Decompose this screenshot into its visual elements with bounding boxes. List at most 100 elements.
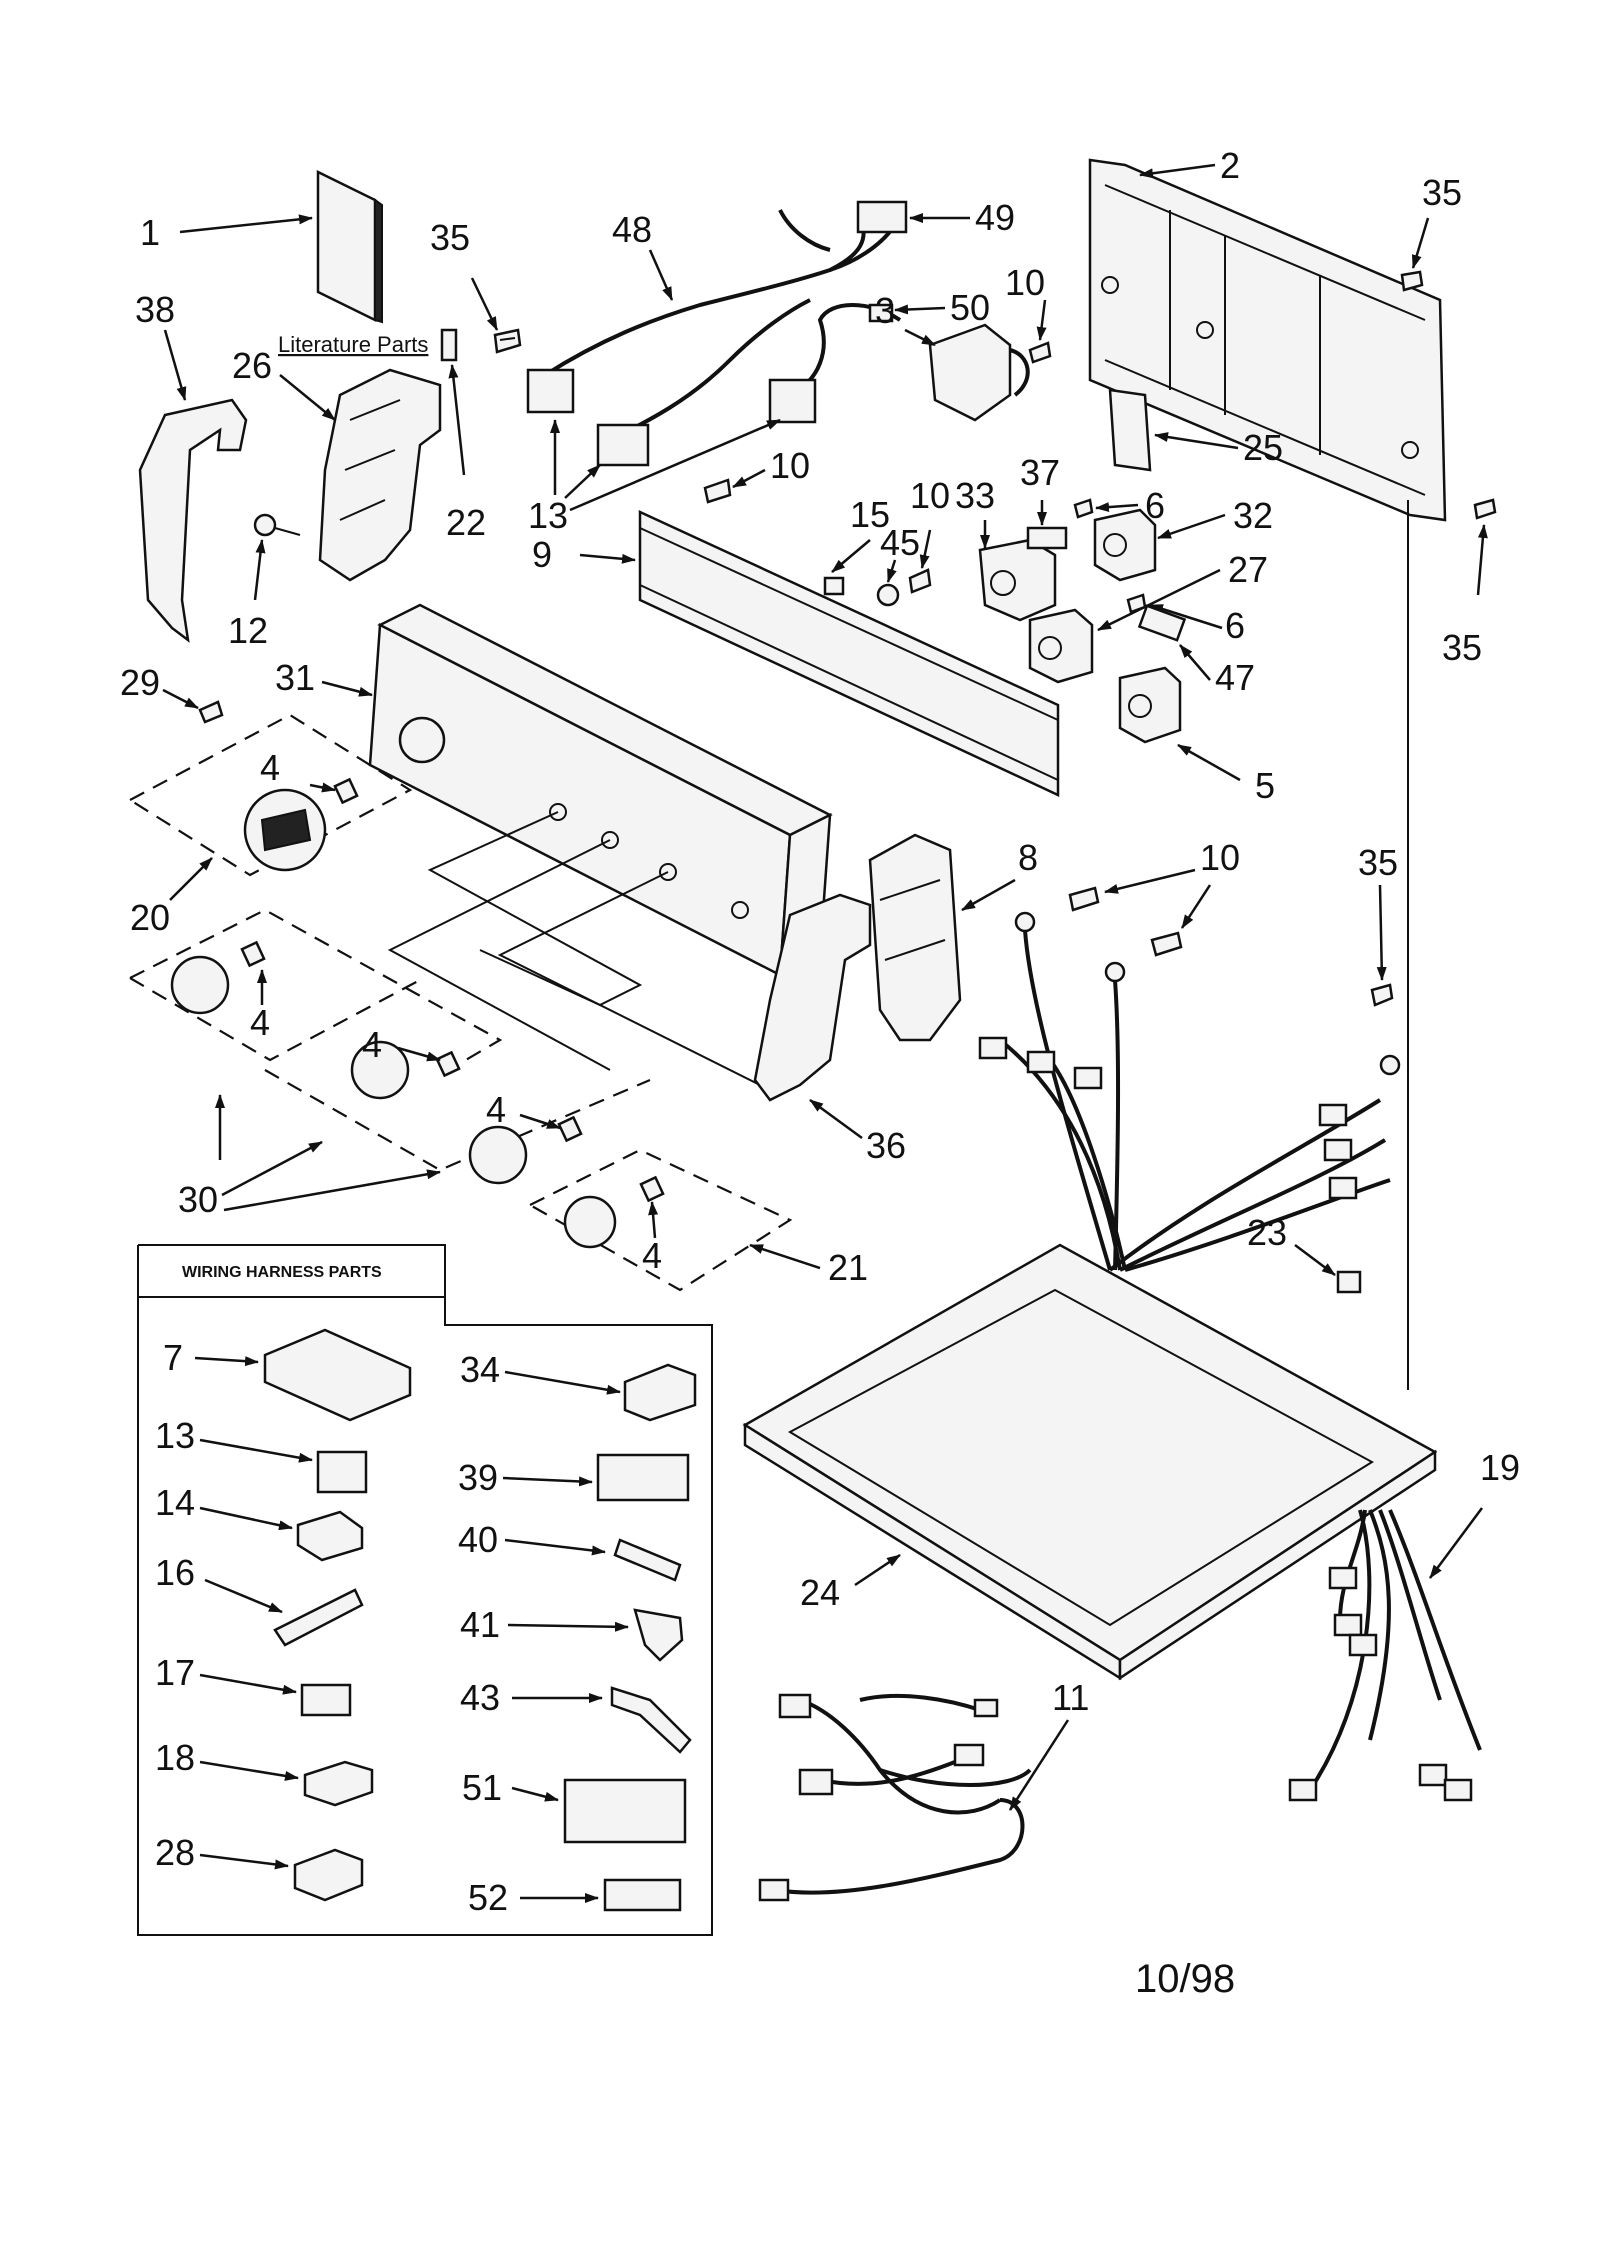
clip-41 xyxy=(633,1608,684,1662)
label-5: 5 xyxy=(1255,765,1275,806)
connector-52 xyxy=(603,1878,682,1912)
revision-date: 10/98 xyxy=(1135,1957,1235,2001)
literature-parts-note: Literature Parts xyxy=(278,332,428,357)
label-10-b: 10 xyxy=(1005,262,1045,303)
label-48: 48 xyxy=(612,209,652,250)
connector-14 xyxy=(296,1510,364,1562)
connector-51 xyxy=(563,1778,687,1844)
knob-30-a xyxy=(170,940,266,1015)
connector-13 xyxy=(316,1450,368,1494)
console-31 xyxy=(368,603,833,978)
label-4-a: 4 xyxy=(260,747,280,788)
terminal-16 xyxy=(273,1588,364,1647)
screw-35-top-right xyxy=(1400,270,1424,292)
dashed-group-30-a xyxy=(129,908,503,1076)
label-10-d: 10 xyxy=(1200,837,1240,878)
label-30: 30 xyxy=(178,1179,218,1220)
label-33: 33 xyxy=(955,475,995,516)
label-47: 47 xyxy=(1215,657,1255,698)
switch-32 xyxy=(1093,508,1157,582)
label-10-a: 10 xyxy=(770,445,810,486)
back-panel-2 xyxy=(1088,158,1447,522)
literature-booklet xyxy=(316,169,383,324)
label-4-c: 4 xyxy=(362,1024,382,1065)
label-13-a: 13 xyxy=(528,495,568,536)
screw-10-mid xyxy=(908,568,932,594)
harness-box-title: WIRING HARNESS PARTS xyxy=(182,1264,382,1281)
switch-33 xyxy=(978,538,1057,622)
screw-10-upper xyxy=(703,478,732,504)
label-37: 37 xyxy=(1020,452,1060,493)
terminal-43 xyxy=(610,1686,692,1754)
label-3: 3 xyxy=(875,290,895,331)
label-13-b: 13 xyxy=(155,1415,195,1456)
label-25: 25 xyxy=(1243,427,1283,468)
label-28: 28 xyxy=(155,1832,195,1873)
label-39: 39 xyxy=(458,1457,498,1498)
screw-12 xyxy=(253,513,301,537)
bracket-8 xyxy=(868,833,962,1042)
wiring-harness-48 xyxy=(526,200,908,467)
label-35-a: 35 xyxy=(430,217,470,258)
screw-35-lower xyxy=(1370,983,1401,1076)
label-16: 16 xyxy=(155,1552,195,1593)
screw-35-top-left xyxy=(493,328,522,354)
label-38: 38 xyxy=(135,289,175,330)
knob-30-b xyxy=(350,1040,461,1100)
label-26: 26 xyxy=(232,345,272,386)
connector-18 xyxy=(303,1760,374,1807)
handle-38 xyxy=(138,398,248,643)
label-14: 14 xyxy=(155,1482,195,1523)
label-2: 2 xyxy=(1220,145,1240,186)
part-15-45 xyxy=(823,576,900,607)
clip-22 xyxy=(440,328,458,362)
connector-7 xyxy=(263,1328,412,1422)
label-7: 7 xyxy=(163,1337,183,1378)
label-21: 21 xyxy=(828,1247,868,1288)
label-41: 41 xyxy=(460,1604,500,1645)
label-11: 11 xyxy=(1052,1677,1089,1718)
button-21 xyxy=(563,1175,665,1249)
end-cap-36 xyxy=(753,893,872,1102)
label-19: 19 xyxy=(1480,1447,1520,1488)
wire-harness-11 xyxy=(758,1693,1032,1902)
bracket-25 xyxy=(1108,388,1152,472)
wire-bundle-main xyxy=(978,929,1391,1272)
label-9: 9 xyxy=(532,534,552,575)
label-31: 31 xyxy=(275,657,315,698)
label-12: 12 xyxy=(228,610,268,651)
label-34: 34 xyxy=(460,1349,500,1390)
dashed-group-30-b xyxy=(129,977,421,1062)
label-49: 49 xyxy=(975,197,1015,238)
connector-34 xyxy=(623,1363,697,1422)
label-32: 32 xyxy=(1233,495,1273,536)
label-15: 15 xyxy=(850,494,890,535)
label-17: 17 xyxy=(155,1652,195,1693)
label-29: 29 xyxy=(120,662,160,703)
screw-6-upper xyxy=(1073,498,1094,519)
clip-23 xyxy=(1336,1270,1362,1294)
label-4-e: 4 xyxy=(642,1235,662,1276)
pin-40 xyxy=(613,1538,682,1582)
label-40: 40 xyxy=(458,1519,498,1560)
label-27: 27 xyxy=(1228,549,1268,590)
connector-39 xyxy=(596,1453,690,1502)
label-18: 18 xyxy=(155,1737,195,1778)
label-4-d: 4 xyxy=(486,1089,506,1130)
top-frame-24 xyxy=(742,1243,1438,1681)
label-1: 1 xyxy=(140,212,160,253)
label-52: 52 xyxy=(468,1877,508,1918)
knob-30-c xyxy=(468,1115,583,1185)
label-4-b: 4 xyxy=(250,1002,270,1043)
label-35-b: 35 xyxy=(1422,172,1462,213)
dashed-group-20 xyxy=(127,713,413,877)
wire-bundle-19 xyxy=(1288,1509,1482,1802)
timer-knob-20 xyxy=(243,777,359,872)
screw-35-right xyxy=(1473,498,1497,520)
connector-28 xyxy=(293,1848,364,1902)
label-45: 45 xyxy=(880,522,920,563)
connector-17 xyxy=(300,1683,352,1717)
screw-10-lower-b xyxy=(1104,931,1183,983)
control-bracket-9 xyxy=(638,510,1060,797)
